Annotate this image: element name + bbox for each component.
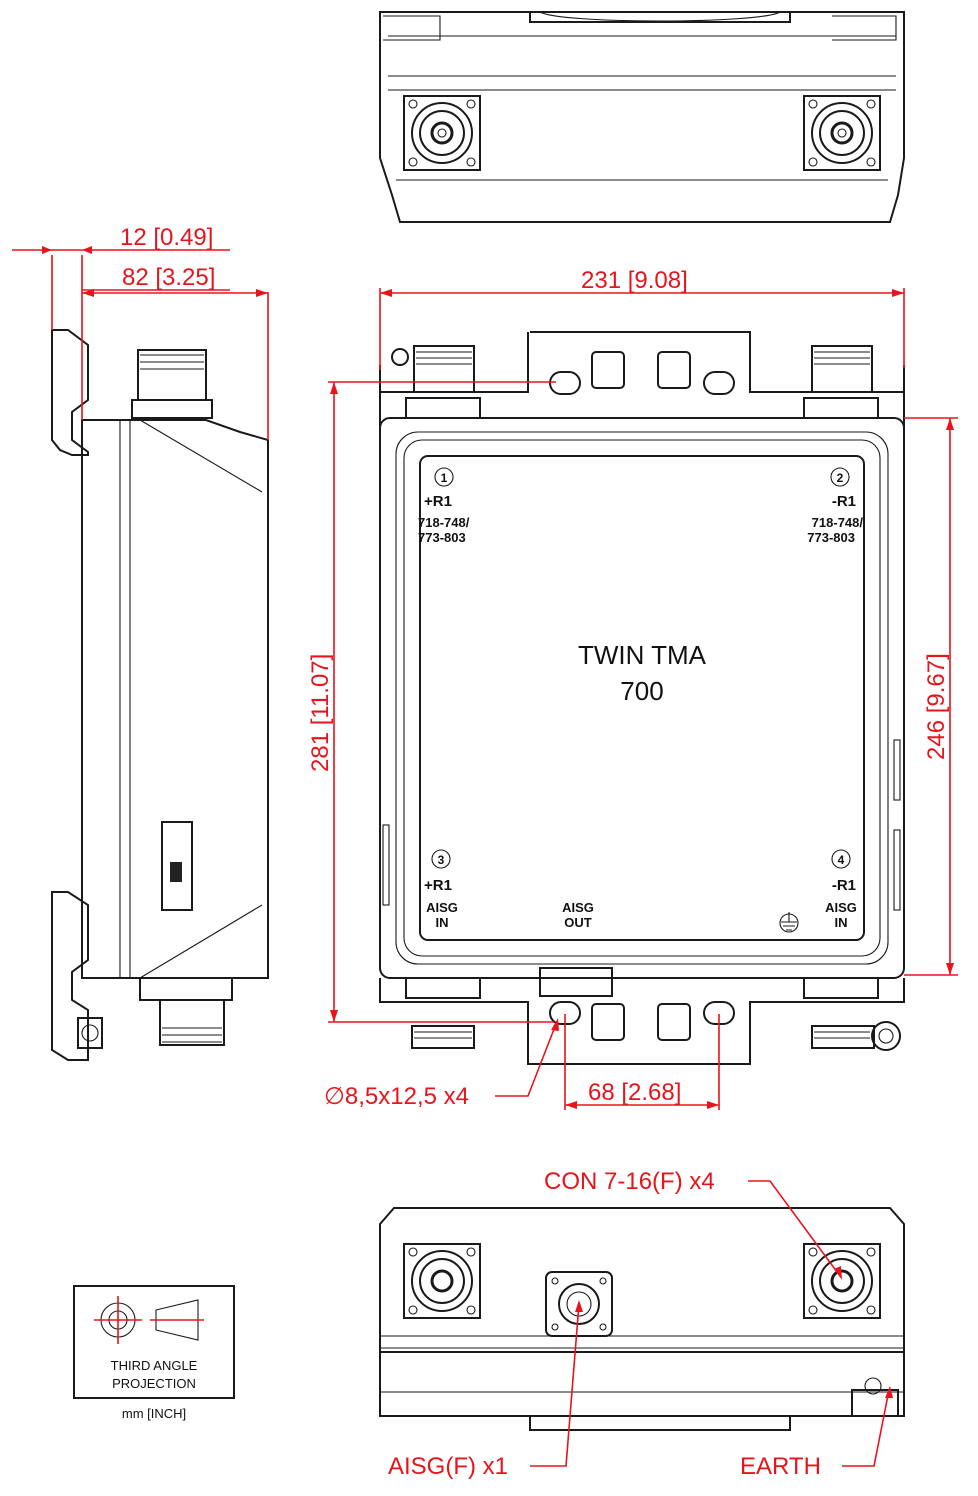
port-in: IN — [436, 915, 449, 930]
port-4-label: 4 -R1 AISG IN — [825, 853, 857, 930]
port-in: IN — [835, 915, 848, 930]
dim-overall-height: 281 [11.07] — [307, 654, 334, 772]
port-name: +R1 — [424, 493, 452, 510]
port-2-label: 2 -R1 718-748/ 773-803 — [807, 471, 863, 545]
front-connector-bottom-left — [405, 977, 481, 1049]
dimension-lines — [12, 246, 958, 1467]
port-band-1: 718-748/ — [812, 515, 864, 530]
dim-bracket-offset: 12 [0.49] — [120, 224, 213, 251]
projection-line-1: THIRD ANGLE — [111, 1358, 198, 1373]
top-connector-left — [403, 95, 481, 171]
aisg-out-line-1: AISG — [562, 900, 594, 915]
port-band-2: 773-803 — [807, 530, 855, 545]
front-connector-top-left — [405, 345, 481, 419]
aisg-out-label: AISG OUT — [562, 900, 594, 930]
title-line-1: TWIN TMA — [578, 640, 707, 670]
front-connector-top-right — [803, 345, 879, 419]
port-aisg: AISG — [825, 900, 857, 915]
port-number: 4 — [838, 853, 845, 867]
port-band-2: 773-803 — [418, 530, 466, 545]
port-number: 3 — [438, 853, 445, 867]
dim-overall-width: 231 [9.08] — [581, 267, 688, 294]
projection-line-2: PROJECTION — [112, 1376, 196, 1391]
top-connector-right — [803, 95, 881, 171]
port-3-label: 3 +R1 AISG IN — [424, 853, 458, 930]
callout-connectors: CON 7-16(F) x4 — [544, 1168, 715, 1195]
dim-holes: ∅8,5x12,5 x4 — [324, 1083, 469, 1110]
port-name: -R1 — [832, 493, 856, 510]
title-line-2: 700 — [620, 676, 663, 706]
bottom-view — [379, 1207, 905, 1431]
top-view — [379, 11, 905, 223]
port-1-label: 1 +R1 718-748/ 773-803 — [418, 471, 470, 545]
projection-text: THIRD ANGLE PROJECTION mm [INCH] — [111, 1358, 198, 1421]
device-title: TWIN TMA 700 — [578, 640, 707, 706]
port-band-1: 718-748/ — [418, 515, 470, 530]
dim-body-height: 246 [9.67] — [923, 653, 950, 760]
aisg-connector — [545, 1271, 613, 1337]
bottom-connector-right — [803, 1243, 881, 1319]
port-aisg: AISG — [426, 900, 458, 915]
dimension-labels: 12 [0.49] 82 [3.25] 231 [9.08] 281 [11.0… — [120, 224, 950, 1480]
port-number: 2 — [837, 471, 844, 485]
side-view — [51, 329, 269, 1061]
callout-aisg: AISG(F) x1 — [388, 1453, 508, 1480]
dim-side-depth: 82 [3.25] — [122, 264, 215, 291]
bottom-connector-left — [403, 1243, 481, 1319]
port-name: +R1 — [424, 877, 452, 894]
projection-units: mm [INCH] — [122, 1406, 186, 1421]
port-name: -R1 — [832, 877, 856, 894]
callout-earth: EARTH — [740, 1453, 821, 1480]
front-view — [379, 331, 905, 1065]
projection-symbol — [73, 1285, 235, 1399]
front-connector-bottom-right — [803, 977, 879, 1049]
aisg-out-line-2: OUT — [564, 915, 592, 930]
dim-hole-spacing: 68 [2.68] — [588, 1079, 681, 1106]
earth-symbol — [779, 912, 799, 933]
port-number: 1 — [441, 471, 448, 485]
